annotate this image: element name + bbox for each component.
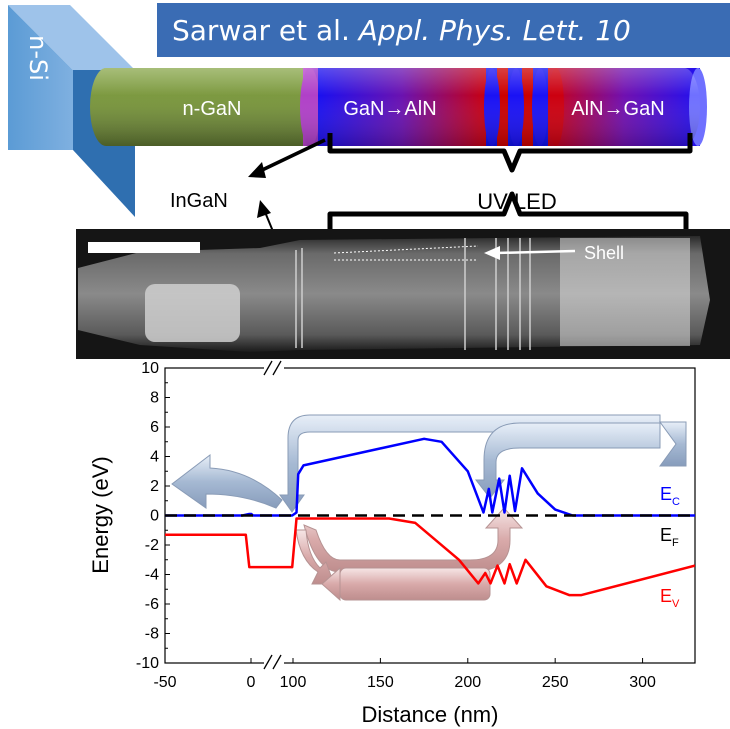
conduction-band-label: EC	[660, 484, 680, 508]
x-tick-label: -50	[153, 674, 176, 691]
y-tick-label: 10	[141, 360, 159, 377]
tem-bright-region	[145, 284, 240, 342]
ingan-label: InGaN	[170, 190, 228, 212]
ingan-pointer-from-wire	[257, 138, 326, 174]
y-tick-label: 8	[150, 390, 159, 407]
valence-label-sub: V	[672, 598, 680, 610]
y-tick-label: -8	[145, 626, 159, 643]
nanowire: n-GaN GaN→AlN AlN→GaN	[90, 68, 707, 146]
tem-micrograph: Shell	[76, 229, 730, 359]
x-tick-label: 250	[542, 674, 569, 691]
grading-up-label: GaN→AlN	[343, 98, 436, 120]
led-bracket-top	[327, 133, 693, 173]
y-axis-title: Energy (eV)	[88, 456, 113, 573]
electron-arrow-left	[171, 453, 283, 509]
conduction-label-main: E	[660, 484, 672, 504]
citation-authors: Sarwar et al.	[172, 14, 350, 47]
y-tick-label: 0	[150, 508, 159, 525]
y-tick-label: -10	[136, 655, 159, 672]
scale-bar	[88, 242, 200, 253]
tem-bright-shell	[560, 238, 690, 346]
y-tick-label: -6	[145, 596, 159, 613]
x-tick-label: 0	[247, 674, 256, 691]
y-tick-label: -4	[145, 567, 159, 584]
led-bracket-bottom	[327, 191, 689, 232]
x-tick-label: 100	[280, 674, 307, 691]
x-tick-label: 150	[367, 674, 394, 691]
valence-label-main: E	[660, 586, 672, 606]
x-tick-label: 300	[629, 674, 656, 691]
nanowire-shine	[90, 68, 700, 146]
x-tick-label: 200	[454, 674, 481, 691]
substrate-front-face	[8, 5, 73, 150]
fermi-label-sub: F	[672, 537, 679, 549]
hole-arrow-left	[295, 529, 335, 585]
uv-led-label: UV LED	[477, 189, 556, 214]
substrate-top-face	[8, 5, 135, 70]
citation-banner: Sarwar et al. Appl. Phys. Lett. 10	[157, 3, 730, 57]
citation-text: Sarwar et al. Appl. Phys. Lett. 10	[172, 14, 631, 47]
fermi-level-label: EF	[660, 525, 679, 549]
fermi-label-main: E	[660, 525, 672, 545]
conduction-label-sub: C	[672, 496, 680, 508]
y-tick-label: 4	[150, 449, 159, 466]
electron-arrow-tip-right	[659, 421, 687, 467]
shell-arrow-head	[484, 246, 500, 260]
hole-arrow-left-tip	[321, 566, 341, 602]
ngan-label: n-GaN	[183, 98, 242, 120]
citation-journal: Appl. Phys. Lett. 10	[357, 14, 631, 47]
valence-band-line	[165, 517, 695, 597]
ingan-pointer-tem-head	[257, 200, 271, 218]
valence-band-label: EV	[660, 586, 680, 610]
x-axis: -50 0 100 150 200 250 300	[153, 658, 656, 691]
axis-break	[263, 360, 284, 670]
shell-guide-upper	[333, 245, 479, 254]
ingan-pointer-head	[248, 162, 266, 178]
y-tick-label: 6	[150, 419, 159, 436]
carrier-arrows	[171, 414, 687, 602]
band-diagram: -10 -8 -6 -4 -2 0 2 4 6 8 10 -50 0 100 150 200 250 300	[88, 360, 696, 727]
y-axis: -10 -8 -6 -4 -2 0 2 4 6 8 10	[136, 360, 170, 672]
shell-arrow	[495, 249, 576, 255]
substrate-label: n-Si	[24, 35, 52, 81]
citation-banner-background	[157, 3, 730, 57]
grading-down-label: AlN→GaN	[571, 98, 664, 120]
x-axis-title: Distance (nm)	[362, 702, 499, 727]
y-tick-label: -2	[145, 537, 159, 554]
shell-label: Shell	[584, 243, 624, 263]
hole-arrow-shaft	[339, 567, 491, 601]
y-tick-label: 2	[150, 478, 159, 495]
